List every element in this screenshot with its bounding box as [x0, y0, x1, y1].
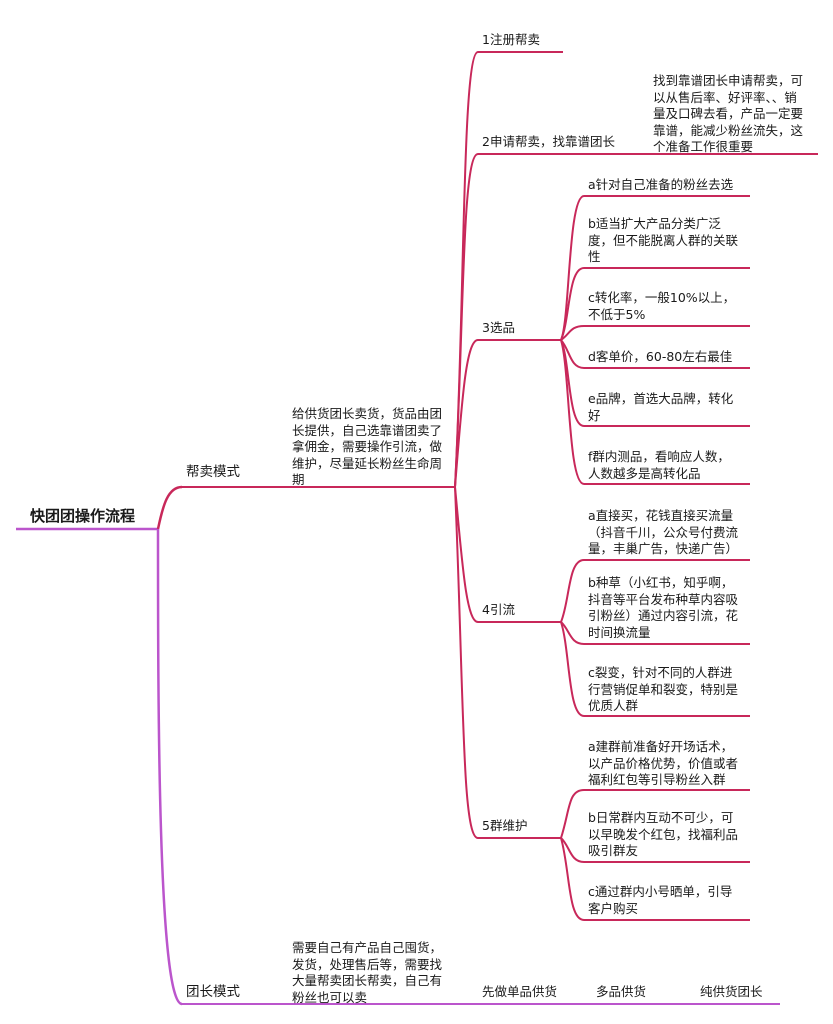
step-traffic: 4引流: [482, 602, 515, 617]
step-apply: 2申请帮卖，找靠谱团长: [482, 134, 615, 149]
step-maintain: 5群维护: [482, 818, 528, 833]
link-root-bangmai: [156, 485, 183, 530]
branch-bangmai-label: 帮卖模式: [186, 464, 240, 480]
tuanzhang-step-pure: 纯供货团长: [700, 984, 763, 999]
link-step2: [454, 153, 479, 488]
tuanzhang-step-multi: 多品供货: [596, 984, 647, 999]
step-apply-detail: 找到靠谱团长申请帮卖，可 以从售后率、好评率、、销 量及口碑去看，产品一定要 靠…: [653, 73, 804, 154]
step-register: 1注册帮卖: [482, 32, 540, 47]
link-step4: [454, 486, 479, 623]
link-step3: [454, 339, 479, 488]
link-root-tuanzhang: [156, 528, 183, 1006]
select-item-d: d客单价，60-80左右最佳: [588, 349, 733, 364]
link-step5: [454, 486, 479, 839]
branch-tuanzhang-label: 团长模式: [186, 984, 240, 1000]
traffic-item-c: c裂变，针对不同的人群进 行营销促单和裂变，特别是 优质人群: [588, 665, 739, 713]
maintain-item-a: a建群前准备好开场话术， 以产品价格优势，价值或者 福利红包等引导粉丝入群: [588, 739, 739, 787]
root-title: 快团团操作流程: [30, 507, 136, 525]
maintain-item-b: b日常群内互动不可少，可 以早晚发个红包，找福利品 吸引群友: [588, 810, 739, 858]
maintain-item-c: c通过群内小号晒单，引导 客户购买: [588, 884, 733, 916]
select-item-b: b适当扩大产品分类广泛 度，但不能脱离人群的关联 性: [588, 216, 739, 264]
branch-bangmai-note: 给供货团长卖货，货品由团 长提供，自己选靠谱团卖了 拿佣金，需要操作引流，做 维…: [292, 406, 443, 487]
select-item-c: c转化率，一般10%以上， 不低于5%: [588, 290, 736, 322]
select-item-a: a针对自己准备的粉丝去选: [588, 177, 734, 192]
step-select: 3选品: [482, 320, 515, 335]
select-item-e: e品牌，首选大品牌，转化 好: [588, 391, 734, 423]
branch-tuanzhang-note: 需要自己有产品自己囤货， 发货，处理售后等，需要找 大量帮卖团长帮卖，自己有 粉…: [292, 940, 443, 1005]
select-item-f: f群内测品，看响应人数， 人数越多是高转化品: [588, 449, 730, 481]
traffic-item-a: a直接买，花钱直接买流量 （抖音千川，公众号付费流 量，丰巢广告，快递广告）: [588, 508, 739, 556]
tuanzhang-step-single: 先做单品供货: [482, 984, 558, 999]
traffic-item-b: b种草（小红书，知乎啊， 抖音等平台发布种草内容吸 引粉丝）通过内容引流，花 时…: [588, 575, 739, 640]
